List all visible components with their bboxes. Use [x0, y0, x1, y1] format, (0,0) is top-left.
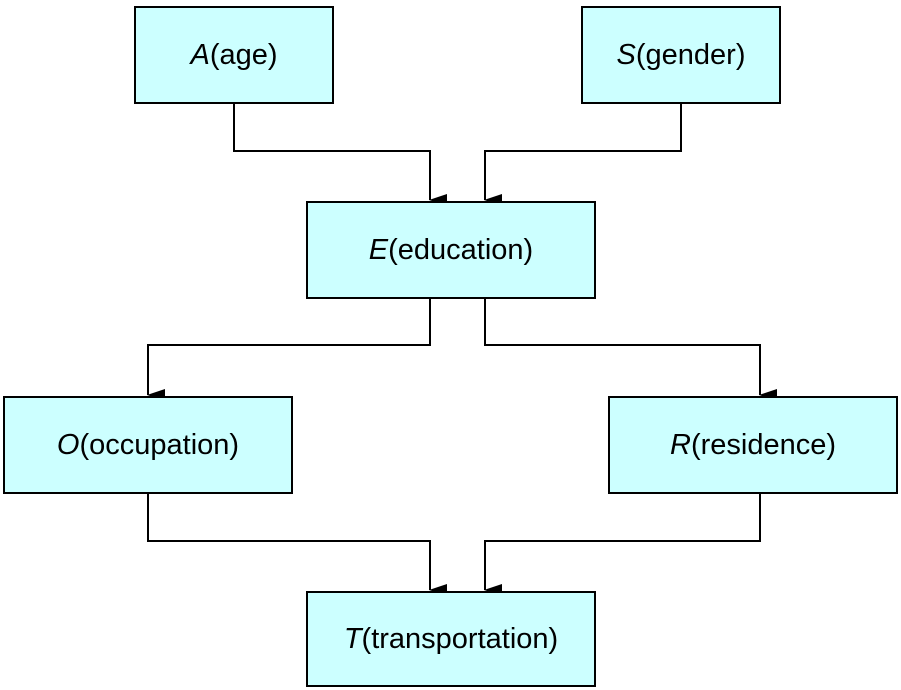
node-transportation-label: (transportation): [361, 622, 559, 655]
edge-occupation-to-transportation: [147, 494, 447, 596]
node-gender-variable: S: [616, 38, 636, 71]
node-transportation-variable: T: [343, 622, 362, 655]
node-age-variable: A: [190, 38, 210, 71]
edge-age-to-education: [233, 104, 447, 206]
node-gender-label: (gender): [635, 38, 746, 71]
node-age: A (age): [134, 6, 334, 104]
node-occupation-variable: O: [56, 428, 80, 461]
node-gender: S (gender): [581, 6, 781, 104]
edge-education-to-occupation: [147, 299, 431, 401]
node-residence-variable: R: [669, 428, 691, 461]
node-transportation: T (transportation): [306, 591, 596, 687]
node-age-label: (age): [209, 38, 278, 71]
node-education: E (education): [306, 201, 596, 299]
edge-residence-to-transportation: [484, 494, 761, 596]
node-residence: R (residence): [608, 396, 898, 494]
edge-education-to-residence: [484, 299, 777, 401]
node-education-label: (education): [388, 233, 534, 266]
edge-gender-to-education: [484, 104, 682, 206]
node-occupation: O (occupation): [3, 396, 293, 494]
node-residence-label: (residence): [690, 428, 836, 461]
node-occupation-label: (occupation): [79, 428, 240, 461]
node-education-variable: E: [368, 233, 389, 266]
